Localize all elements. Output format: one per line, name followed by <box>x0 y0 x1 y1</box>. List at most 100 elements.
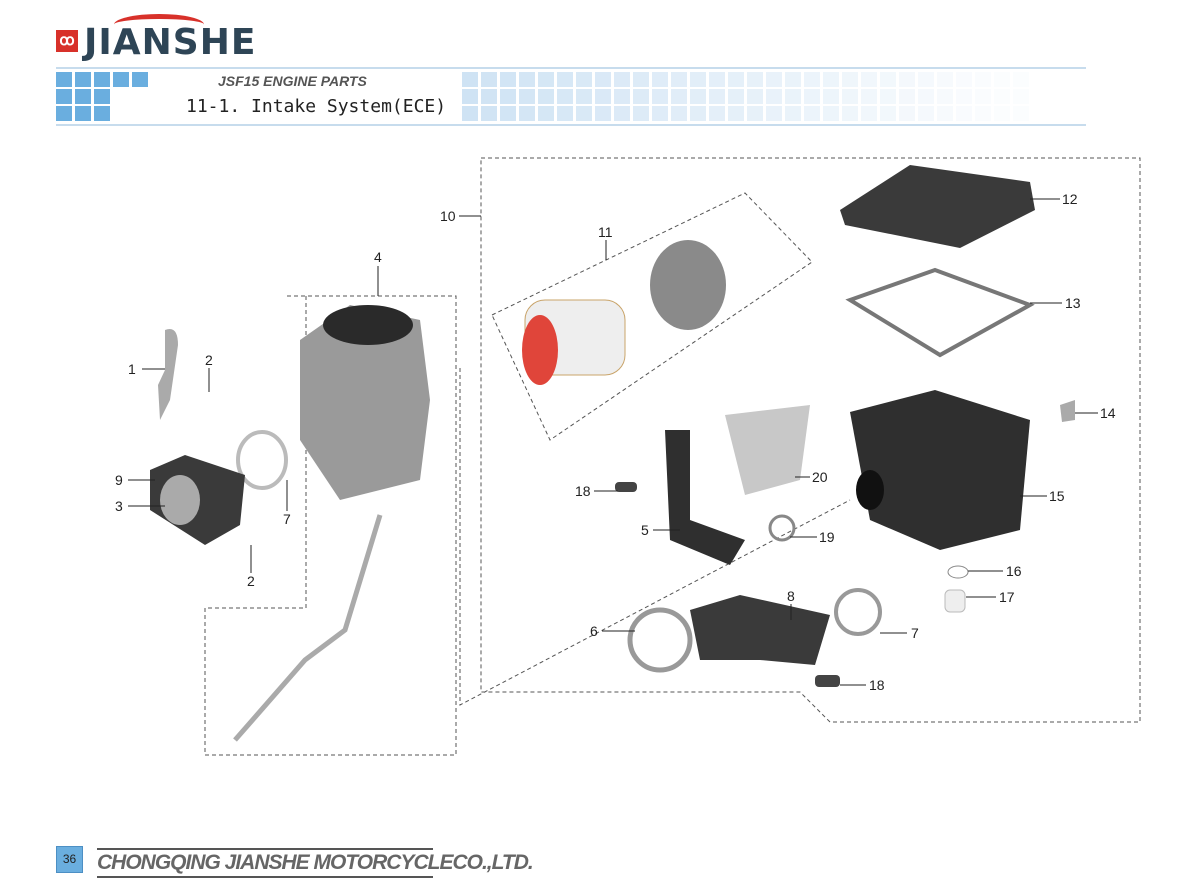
callout-18: 18 <box>869 677 885 693</box>
pattern-square <box>766 106 782 121</box>
pattern-square <box>804 89 820 104</box>
part-air-filter-cover <box>840 165 1035 248</box>
pattern-square <box>842 72 858 87</box>
part-bracket <box>158 329 178 420</box>
pattern-square <box>576 89 592 104</box>
pattern-square <box>861 106 877 121</box>
pattern-square <box>709 106 725 121</box>
part-carburetor <box>300 305 430 500</box>
pattern-square <box>1013 89 1029 104</box>
header-pattern-left <box>56 72 156 124</box>
callout-1: 1 <box>128 361 136 377</box>
pattern-square <box>690 106 706 121</box>
part-heat-shield <box>725 405 810 495</box>
pattern-square <box>728 72 744 87</box>
pattern-square <box>633 72 649 87</box>
callout-3: 3 <box>115 498 123 514</box>
callout-7: 7 <box>911 625 919 641</box>
pattern-square <box>652 89 668 104</box>
pattern-square <box>766 89 782 104</box>
carburetor-assembly-outline <box>204 295 457 756</box>
pattern-square <box>861 72 877 87</box>
pattern-square <box>975 89 991 104</box>
part-intake-tube <box>665 430 745 565</box>
company-name: CHONGQING JIANSHE MOTORCYCLECO.,LTD. <box>97 848 534 878</box>
pattern-square <box>595 89 611 104</box>
callout-6: 6 <box>590 623 598 639</box>
pattern-square <box>956 72 972 87</box>
pattern-square <box>614 89 630 104</box>
airbox-assembly-outline <box>480 157 1141 723</box>
pattern-square <box>880 106 896 121</box>
callout-7: 7 <box>283 511 291 527</box>
pattern-square <box>842 106 858 121</box>
callout-4: 4 <box>374 249 382 265</box>
page-title: 11-1. Intake System(ECE) <box>186 96 447 117</box>
pattern-square <box>785 89 801 104</box>
pattern-square <box>709 89 725 104</box>
pattern-square <box>671 89 687 104</box>
pattern-square <box>880 89 896 104</box>
callout-labels: 1 2 2 3 4 5 6 7 7 8 9 10 11 12 13 14 15 … <box>115 191 1116 693</box>
logo-emblem-icon: ꝏ <box>56 30 78 52</box>
logo-swoosh <box>114 14 204 35</box>
pattern-square <box>690 72 706 87</box>
pattern-square <box>918 106 934 121</box>
part-filter-element <box>522 299 626 385</box>
pattern-square <box>785 72 801 87</box>
pattern-square <box>899 106 915 121</box>
part-hose-clamp-6 <box>627 607 693 673</box>
group-outlines <box>204 157 1141 756</box>
part-hose-clamp-7 <box>236 430 882 636</box>
callout-14: 14 <box>1100 405 1116 421</box>
pattern-square <box>671 72 687 87</box>
callout-13: 13 <box>1065 295 1081 311</box>
pattern-square <box>994 106 1010 121</box>
pattern-square <box>538 89 554 104</box>
header-rule-bottom <box>56 124 1086 126</box>
pattern-square <box>728 89 744 104</box>
pattern-square <box>842 89 858 104</box>
pattern-square <box>1013 72 1029 87</box>
callout-8: 8 <box>787 588 795 604</box>
pattern-square <box>481 72 497 87</box>
pattern-square <box>576 106 592 121</box>
callout-15: 15 <box>1049 488 1065 504</box>
pattern-square <box>481 106 497 121</box>
callout-17: 17 <box>999 589 1015 605</box>
pattern-square <box>652 72 668 87</box>
pattern-square <box>500 106 516 121</box>
pattern-square <box>728 106 744 121</box>
pattern-square <box>937 72 953 87</box>
header-pattern-right <box>462 72 1082 124</box>
pattern-square <box>481 89 497 104</box>
callout-2: 2 <box>247 573 255 589</box>
pattern-square <box>709 72 725 87</box>
pattern-square <box>823 89 839 104</box>
callout-2: 2 <box>205 352 213 368</box>
callout-5: 5 <box>641 522 649 538</box>
pattern-square <box>652 106 668 121</box>
callout-12: 12 <box>1062 191 1078 207</box>
pattern-square <box>500 89 516 104</box>
pattern-square <box>519 106 535 121</box>
pattern-square <box>747 106 763 121</box>
pattern-square <box>519 72 535 87</box>
part-foam-filter <box>650 240 726 330</box>
pattern-square <box>899 72 915 87</box>
part-connecting-hose <box>690 595 830 665</box>
pattern-square <box>804 106 820 121</box>
leader-lines <box>128 198 1098 686</box>
pattern-square <box>557 89 573 104</box>
pattern-square <box>994 89 1010 104</box>
pattern-square <box>595 72 611 87</box>
pattern-square <box>975 106 991 121</box>
part-intake-manifold <box>150 455 245 545</box>
pattern-square <box>633 89 649 104</box>
pattern-square <box>918 72 934 87</box>
brand-name: JIANSHE <box>84 22 257 63</box>
pattern-square <box>519 89 535 104</box>
pattern-square <box>1013 106 1029 121</box>
pattern-square <box>785 106 801 121</box>
